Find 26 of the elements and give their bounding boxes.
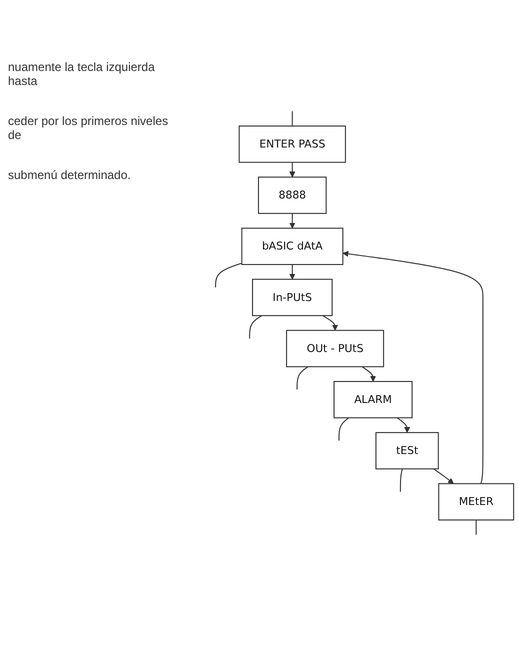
- node-box: ALARM: [334, 380, 413, 418]
- arrow: [342, 250, 484, 484]
- connector: [215, 262, 242, 288]
- arrow: [289, 264, 296, 280]
- note-text: ceder por los primeros niveles de: [8, 114, 170, 142]
- connector: [338, 417, 350, 441]
- note-text: submenú determinado.: [8, 168, 132, 182]
- arrow: [396, 417, 410, 433]
- node-box: tESt: [375, 432, 439, 470]
- connector: [400, 468, 403, 492]
- node-box: 8888: [258, 176, 327, 214]
- connector: [296, 366, 308, 390]
- arrow: [289, 162, 296, 178]
- arrow: [289, 213, 296, 228]
- node-box: OUt - PUtS: [286, 330, 384, 368]
- node-box: bASIC dAtA: [241, 228, 344, 266]
- arrow: [362, 366, 376, 382]
- arrow: [322, 315, 338, 331]
- connector: [476, 520, 477, 535]
- node-box: MEtER: [438, 483, 514, 520]
- note-text: nuamente la tecla izquierda hasta: [8, 60, 156, 88]
- node-box: ENTER PASS: [238, 126, 346, 163]
- node-box: In-PUtS: [252, 278, 333, 316]
- connector: [249, 315, 262, 338]
- arrow: [433, 468, 454, 484]
- connector: [292, 111, 293, 126]
